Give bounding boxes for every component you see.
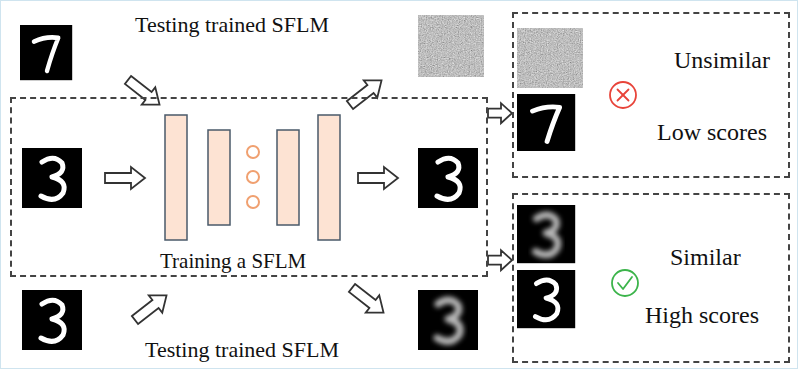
node-heading: Unsimilar: [674, 47, 770, 75]
hollow-arrow-connector: [488, 103, 512, 123]
result-panel: UnsimilarLow scores: [512, 12, 790, 178]
noise-image: [418, 15, 484, 77]
training-panel: Training a SFLM: [10, 97, 488, 277]
blurred-digit-image: [418, 290, 478, 350]
node-text: Low scores: [657, 119, 767, 147]
caption-label: Testing trained SFLM: [135, 12, 329, 37]
ellipsis-dots: [247, 146, 259, 208]
hollow-arrows: [105, 71, 398, 328]
check-mark: [612, 270, 638, 296]
digit-image: [517, 270, 575, 328]
digit-image: [418, 148, 478, 208]
digit-image: [22, 290, 82, 350]
caption-label: Testing trained SFLM: [145, 337, 339, 362]
node-heading: Similar: [670, 244, 741, 272]
digit-image: [20, 25, 72, 80]
hollow-arrow-connector: [488, 250, 512, 270]
digit-image: [22, 148, 82, 208]
cross-mark: [610, 82, 636, 108]
blurred-digit-image: [517, 205, 575, 263]
result-panel: SimilarHigh scores: [512, 193, 790, 363]
node-heading: Training a SFLM: [160, 249, 306, 273]
digit-image: [517, 94, 575, 151]
noise-image: [517, 28, 583, 88]
network-layers: [165, 115, 340, 240]
node-text: High scores: [645, 302, 759, 330]
